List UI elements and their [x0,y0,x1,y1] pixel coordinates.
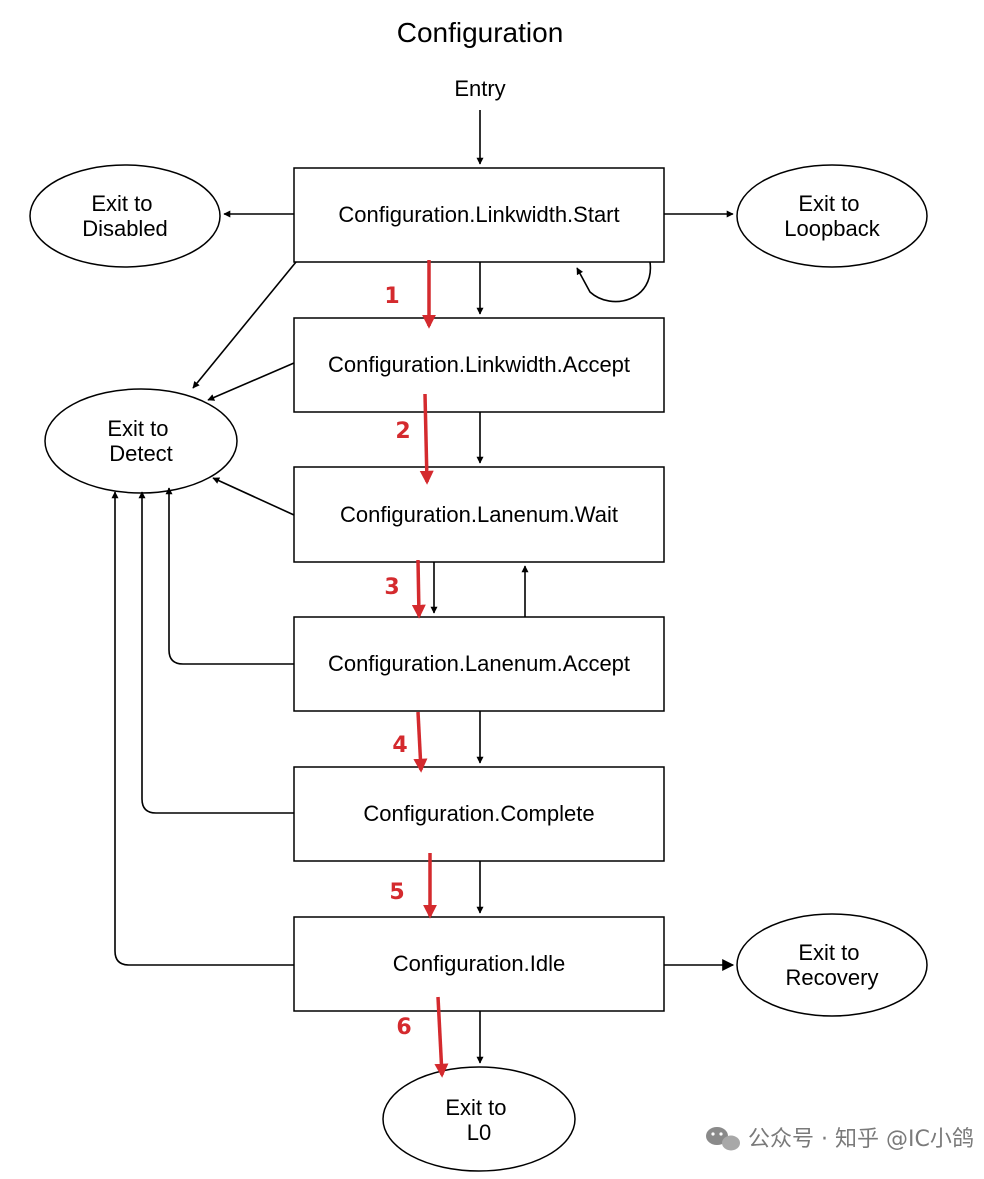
edge-ln-accept-to-detect [165,487,294,665]
exit-loopback-line1: Exit to [798,191,859,216]
exit-l0: Exit to L0 [382,1066,576,1172]
state-complete: Configuration.Complete [293,766,665,862]
svg-text:Exit to Loopback: Exit to Loopback [784,191,880,241]
state-label-lanenum-accept: Configuration.Lanenum.Accept [328,651,630,676]
exit-loopback-line2: Loopback [784,216,880,241]
step-number-4: 4 [392,733,407,758]
state-label-linkwidth-start: Configuration.Linkwidth.Start [338,202,619,227]
entry-label: Entry [454,76,505,101]
edge-complete-to-detect [138,491,294,814]
step-arrow-6 [434,996,449,1078]
step-number-2: 2 [395,419,410,444]
step-arrow-3 [411,559,426,619]
step-arrow-2 [419,393,434,485]
svg-text:Exit to Recovery: Exit to Recovery [786,940,879,990]
step-number-6: 6 [396,1015,411,1040]
step-number-5: 5 [389,880,404,905]
exit-l0-line2: L0 [467,1120,491,1145]
state-lanenum-wait: Configuration.Lanenum.Wait [293,466,665,563]
transitions [111,110,735,1064]
svg-text:Exit to Detect: Exit to Detect [107,416,174,466]
exit-l0-line1: Exit to [445,1095,506,1120]
edge-lw-accept-to-detect [207,362,295,401]
svg-text:Exit to Disabled: Exit to Disabled [82,191,168,241]
svg-text:Exit to L0: Exit to L0 [445,1095,512,1145]
wechat-icon [706,1127,740,1151]
state-idle: Configuration.Idle [293,916,665,1012]
edge-idle-to-detect [111,491,294,966]
step-number-1: 1 [384,284,399,309]
exit-disabled: Exit to Disabled [29,164,221,268]
state-label-lanenum-wait: Configuration.Lanenum.Wait [340,502,618,527]
exit-recovery-line2: Recovery [786,965,879,990]
exit-disabled-line1: Exit to [91,191,152,216]
edge-start-to-detect [192,261,297,389]
exit-recovery: Exit to Recovery [736,913,928,1017]
watermark-text: 公众号 · 知乎 @IC小鸽 [748,1127,974,1152]
exit-disabled-line2: Disabled [82,216,168,241]
exit-detect: Exit to Detect [44,388,238,494]
edge-ln-wait-to-detect [212,477,295,516]
step-number-3: 3 [384,575,399,600]
exit-detect-line2: Detect [109,441,173,466]
watermark: 公众号 · 知乎 @IC小鸽 [706,1127,974,1152]
exit-recovery-line1: Exit to [798,940,859,965]
state-label-complete: Configuration.Complete [363,801,594,826]
exit-loopback: Exit to Loopback [736,164,928,268]
state-linkwidth-start: Configuration.Linkwidth.Start [293,167,665,263]
state-lanenum-accept: Configuration.Lanenum.Accept [293,616,665,712]
exit-detect-line1: Exit to [107,416,168,441]
step-arrow-4 [413,711,428,773]
step-annotations: 1 2 3 4 5 6 [384,260,449,1078]
state-label-linkwidth-accept: Configuration.Linkwidth.Accept [328,352,630,377]
state-linkwidth-accept: Configuration.Linkwidth.Accept [293,317,665,413]
edge-start-self-loop [576,261,652,303]
diagram-title: Configuration [397,17,564,48]
state-label-idle: Configuration.Idle [393,951,565,976]
